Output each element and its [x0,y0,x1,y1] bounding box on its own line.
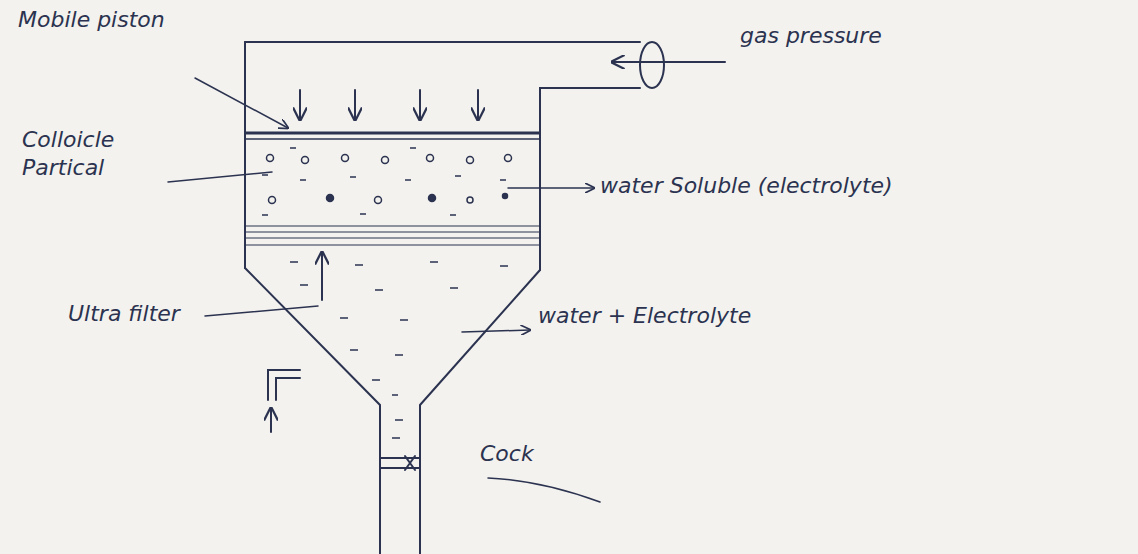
cock [405,456,415,470]
funnel-wall [420,270,540,554]
side-inlet [268,370,300,400]
part-label: water + Electrolyte [538,302,751,330]
gas-arrow [612,61,725,63]
gas-inlet [640,42,664,88]
cock [380,458,420,468]
leader-line [488,478,600,502]
leader-line [508,187,594,189]
part-label: Ultra filter [68,300,180,328]
part-label: Mobile piston [18,6,165,34]
vessel-wall [244,42,246,268]
leader-line [462,330,530,332]
part-label: Cock [480,440,534,468]
ultra-filter [246,237,539,238]
leader-line [205,306,318,316]
ultra-filter [246,244,539,245]
flow-arrow [321,252,323,300]
pressure-arrow [419,90,421,120]
side-inlet [276,378,300,400]
pressure-arrow [354,90,356,120]
inlet-arrow [270,408,272,432]
ultra-filter [246,231,539,232]
pressure-arrow [477,90,479,120]
ultra-filter [246,225,539,226]
colloid-particles [267,155,512,204]
leader-line [168,172,272,182]
part-label: gas pressure [740,22,882,50]
leader-line [195,78,288,128]
piston [246,132,539,135]
part-label: Colloicle Partical [22,126,162,181]
pressure-arrow [299,90,301,120]
electrolyte-dashes [262,148,508,438]
piston [246,138,539,140]
vessel-top [245,41,640,43]
part-label: water Soluble (electrolyte) [600,172,893,200]
